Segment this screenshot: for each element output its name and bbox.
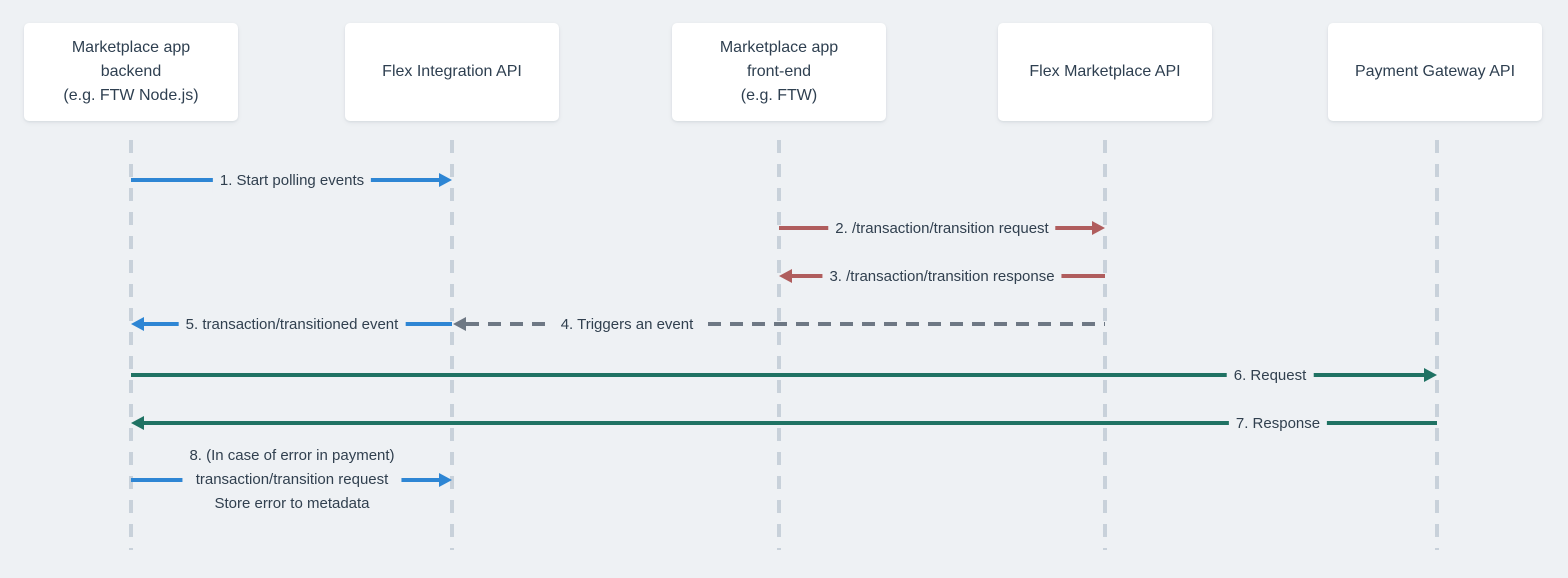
- participant-label-line: (e.g. FTW): [740, 87, 818, 104]
- arrowhead-left-icon: [131, 416, 144, 430]
- participant-label-line: Marketplace app: [71, 39, 191, 56]
- participant-label: Payment Gateway API: [1355, 60, 1515, 84]
- message-label: 3. /transaction/transition response: [822, 265, 1062, 289]
- message-label: 7. Response: [1228, 412, 1328, 436]
- participant-payment-gateway-api: Payment Gateway API: [1328, 23, 1542, 121]
- message-label-line: transaction/transition request: [195, 471, 389, 488]
- message-label: 2. /transaction/transition request: [828, 217, 1056, 241]
- arrowhead-left-icon: [453, 317, 466, 331]
- participant-label-line: front-end: [746, 63, 812, 80]
- participant-label-line: Marketplace app: [719, 39, 839, 56]
- participant-flex-marketplace-api: Flex Marketplace API: [998, 23, 1212, 121]
- participant-label: Marketplace app front-end (e.g. FTW): [720, 36, 838, 108]
- arrowhead-left-icon: [779, 269, 792, 283]
- lifeline-flex-marketplace-api: [1103, 140, 1107, 550]
- lifeline-marketplace-backend: [129, 140, 133, 550]
- message-line: [131, 373, 1424, 377]
- participant-label-line: Payment Gateway API: [1354, 63, 1516, 80]
- participant-label-line: backend: [100, 63, 162, 80]
- arrowhead-right-icon: [1092, 221, 1105, 235]
- participant-label: Flex Marketplace API: [1029, 60, 1180, 84]
- message-label: 1. Start polling events: [212, 169, 372, 193]
- message-line: [144, 421, 1437, 425]
- message-label-line: Store error to metadata: [214, 495, 370, 512]
- message-label-line: 8. (In case of error in payment): [189, 447, 395, 464]
- participant-label-line: Flex Marketplace API: [1029, 63, 1181, 80]
- lifeline-payment-gateway-api: [1435, 140, 1439, 550]
- participant-label-line: Flex Integration API: [382, 63, 522, 80]
- message-label: 4. Triggers an event: [553, 313, 701, 337]
- arrowhead-right-icon: [1424, 368, 1437, 382]
- participant-marketplace-backend: Marketplace app backend (e.g. FTW Node.j…: [24, 23, 238, 121]
- arrowhead-right-icon: [439, 473, 452, 487]
- arrowhead-left-icon: [131, 317, 144, 331]
- lifeline-marketplace-frontend: [777, 140, 781, 550]
- participant-label: Flex Integration API: [382, 60, 522, 84]
- message-line: [466, 322, 1105, 326]
- participant-label-line: (e.g. FTW Node.js): [63, 87, 199, 104]
- lifeline-flex-integration-api: [450, 140, 454, 550]
- participant-flex-integration-api: Flex Integration API: [345, 23, 559, 121]
- message-label: 6. Request: [1226, 364, 1314, 388]
- participant-marketplace-frontend: Marketplace app front-end (e.g. FTW): [672, 23, 886, 121]
- arrowhead-right-icon: [439, 173, 452, 187]
- message-label: 8. (In case of error in payment) transac…: [182, 444, 402, 516]
- participant-label: Marketplace app backend (e.g. FTW Node.j…: [63, 36, 198, 108]
- message-label: 5. transaction/transitioned event: [178, 313, 406, 337]
